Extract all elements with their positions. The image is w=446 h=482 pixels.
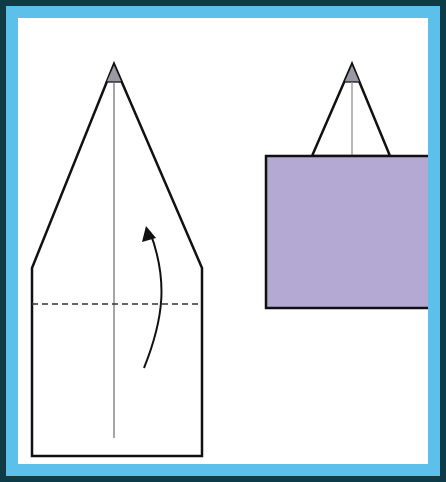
left-figure-outline — [32, 64, 202, 456]
right-figure — [266, 64, 428, 308]
folded-up-flap — [266, 156, 428, 308]
left-tip-shading — [106, 64, 122, 82]
diagram-panel — [6, 6, 440, 476]
left-figure — [32, 64, 202, 456]
right-tip-shading — [344, 64, 360, 82]
origami-diagram — [18, 18, 428, 464]
